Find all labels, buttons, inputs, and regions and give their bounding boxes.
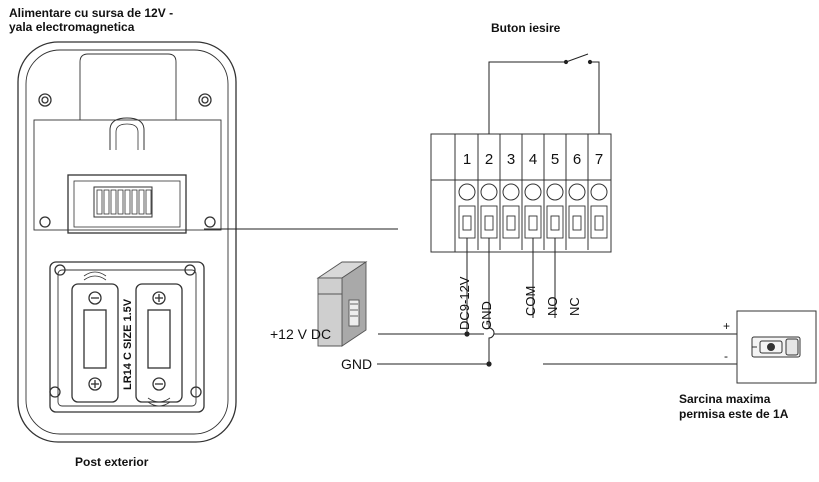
psu-gnd-label: GND: [341, 356, 372, 372]
exit-button-switch: [488, 53, 600, 134]
wires: [377, 238, 737, 365]
terminal-block: [430, 133, 612, 253]
terminal-7-label: 7: [595, 151, 603, 168]
battery-label: LR14 C SIZE 1.5V: [122, 298, 134, 390]
lock-minus-label: -: [724, 349, 728, 363]
terminal-2-label: 2: [485, 151, 493, 168]
electromagnetic-lock: [736, 310, 817, 384]
wire-label-nc: NC: [567, 297, 582, 316]
outdoor-unit-label: Post exterior: [75, 455, 149, 469]
title-line-1: Alimentare cu sursa de 12V -: [9, 6, 174, 20]
outdoor-unit: [17, 41, 237, 443]
load-label-line-1: Sarcina maxima: [679, 392, 771, 406]
power-supply-module: [316, 261, 368, 347]
wire-label-dc: DC9-12V: [457, 276, 472, 330]
exit-button-label: Buton iesire: [491, 21, 561, 35]
lock-plus-label: +: [723, 319, 730, 333]
junction-dot: [486, 361, 492, 367]
terminal-4-label: 4: [529, 151, 537, 168]
psu-plus-label: +12 V DC: [270, 326, 331, 342]
title-line-2: yala electromagnetica: [9, 20, 135, 34]
wire-label-gnd: GND: [479, 301, 494, 330]
load-label-line-2: permisa este de 1A: [679, 407, 789, 421]
wire-label-com: COM: [523, 286, 538, 316]
terminal-6-label: 6: [573, 151, 581, 168]
terminal-3-label: 3: [507, 151, 515, 168]
junction-dot: [464, 331, 470, 337]
terminal-5-label: 5: [551, 151, 559, 168]
terminal-1-label: 1: [463, 151, 471, 168]
wire-label-no: NO: [545, 297, 560, 317]
